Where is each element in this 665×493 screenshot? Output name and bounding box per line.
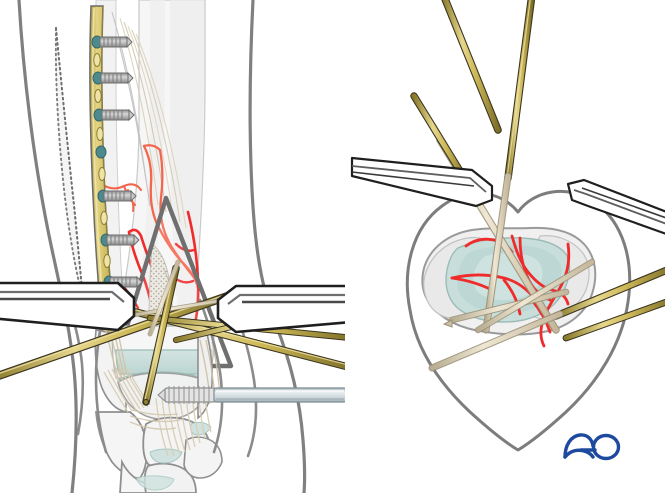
retractor-upper-left	[350, 156, 494, 208]
retractor-left	[0, 281, 136, 332]
cannulated-screw	[157, 386, 345, 404]
left-panel-group	[0, 0, 345, 493]
retractor-right	[216, 284, 345, 334]
hidden-fibula-outline	[54, 27, 84, 301]
ao-foundation-logo: AO	[561, 431, 627, 463]
right-panel-group	[350, 0, 665, 452]
ao-logo-svg	[563, 433, 621, 461]
retractor-right-blade	[566, 178, 665, 235]
